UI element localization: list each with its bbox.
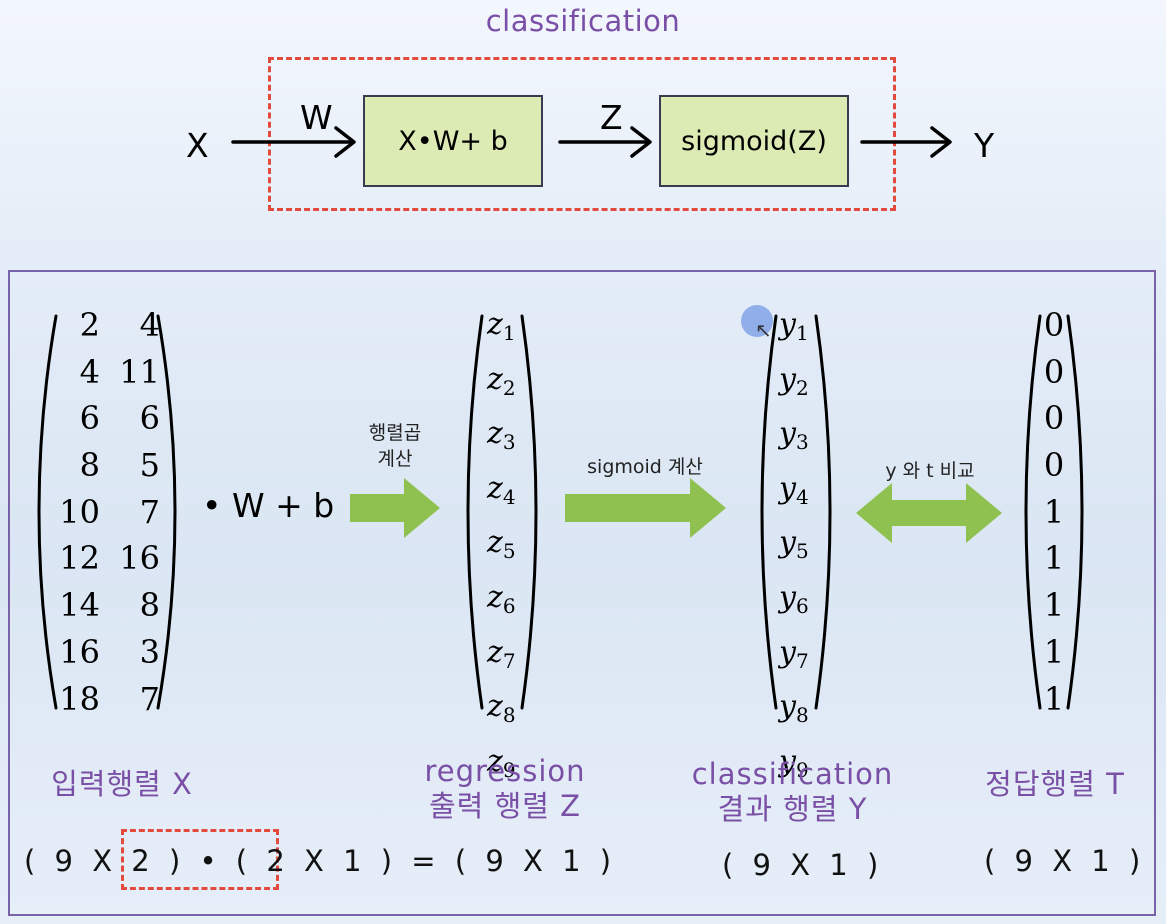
top-title: classification	[485, 4, 681, 38]
y-element: y6	[779, 579, 809, 618]
cursor-arrow-icon: ↖	[755, 318, 772, 342]
y-element: y3	[779, 416, 809, 455]
output-symbol-y: Y	[974, 126, 995, 165]
vector-t: 0 0 0 0 1 1 1 1 1	[1040, 302, 1068, 722]
matmul-label: 행렬곱 계산	[340, 420, 450, 472]
matrix-x-cell: 5	[139, 446, 160, 485]
z-element: z1	[487, 307, 516, 345]
t-element: 1	[1043, 586, 1065, 625]
input-symbol-x: X	[186, 126, 209, 165]
green-arrow-matmul	[350, 478, 440, 538]
green-arrow-sigmoid	[565, 478, 726, 538]
dimension-y: ( 9 X 1 )	[722, 848, 884, 882]
matrix-x-cell: 14	[59, 586, 100, 625]
dimension-t: ( 9 X 1 )	[984, 844, 1146, 878]
caption-regression: regression 출력 행렬 Z	[400, 754, 610, 824]
matrix-x-cell: 16	[119, 539, 160, 578]
caption-classification-line1: classification	[691, 757, 894, 791]
vector-z: z1 z2 z3 z4 z5 z6 z7 z8 z9	[487, 302, 537, 793]
t-element: 0	[1043, 399, 1065, 438]
t-element: 1	[1043, 679, 1065, 718]
matrix-x-cell: 11	[119, 352, 160, 391]
vector-z-right-bracket	[520, 314, 538, 710]
t-element: 0	[1043, 446, 1065, 485]
matrix-x-cell: 6	[79, 399, 100, 438]
dimension-formula: ( 9 X 2 ) • ( 2 X 1 ) = ( 9 X 1 )	[24, 844, 617, 878]
z-element: z9	[487, 743, 516, 782]
y-element: y4	[779, 470, 809, 509]
matrix-x-cell: 7	[139, 679, 160, 718]
matrix-x-cell: 7	[139, 492, 160, 531]
caption-classification: classification 결과 행렬 Y	[680, 757, 905, 827]
matrix-x-col2: 4 11 6 5 7 16 8 3 7	[110, 302, 160, 722]
matrix-panel	[8, 270, 1156, 916]
y-element: y7	[779, 634, 809, 673]
y-element: y2	[779, 361, 809, 400]
matrix-x-cell: 3	[139, 632, 160, 671]
linear-box: X•W+ b	[363, 95, 543, 187]
y-element: y8	[779, 689, 809, 728]
caption-input-matrix: 입력행렬 X	[51, 767, 193, 801]
compare-label: y 와 t 비교	[885, 460, 975, 482]
t-element: 1	[1043, 632, 1065, 671]
vector-y: y1 y2 y3 y4 y5 y6 y7 y8 y9	[779, 302, 829, 793]
z-element: z8	[487, 689, 516, 728]
z-element: z6	[487, 579, 516, 618]
t-element: 1	[1043, 492, 1065, 531]
matrix-x-cell: 12	[59, 539, 100, 578]
mid-symbol-z: Z	[600, 98, 623, 137]
matrix-x-left-bracket	[37, 314, 58, 710]
z-element: z7	[487, 634, 516, 673]
matrix-x-cell: 8	[79, 446, 100, 485]
matrix-x-cell: 8	[139, 586, 160, 625]
weight-symbol-w: W	[300, 98, 333, 137]
matmul-label-line1: 행렬곱	[368, 422, 422, 444]
matrix-x-col1: 2 4 6 8 10 12 14 16 18	[54, 302, 100, 722]
cursor-highlight	[741, 305, 773, 337]
matmul-label-line2: 계산	[377, 448, 413, 470]
vector-y-left-bracket	[760, 314, 778, 710]
caption-regression-line2: 출력 행렬 Z	[428, 789, 582, 823]
matrix-x-right-bracket	[156, 314, 177, 710]
green-arrow-compare	[856, 483, 1002, 543]
matrix-x-cell: 16	[59, 632, 100, 671]
z-element: z5	[487, 525, 516, 564]
t-element: 0	[1043, 306, 1065, 344]
z-element: z4	[487, 470, 516, 509]
caption-answer-matrix: 정답행렬 T	[985, 767, 1125, 801]
vector-t-right-bracket	[1066, 314, 1084, 710]
sigmoid-label: sigmoid 계산	[587, 456, 703, 478]
matrix-x-cell: 4	[79, 352, 100, 391]
top-flow-arrows	[231, 126, 952, 158]
z-element: z3	[487, 416, 516, 455]
y-element: y5	[779, 525, 809, 564]
formula-dashed-highlight	[121, 829, 279, 890]
y-element: y9	[779, 743, 809, 782]
z-element: z2	[487, 361, 516, 400]
classification-dashed-box	[268, 57, 896, 211]
matrix-x-cell: 18	[59, 679, 100, 718]
t-element: 0	[1043, 352, 1065, 391]
dot-w-plus-b: • W + b	[202, 486, 335, 525]
y-element: y1	[779, 307, 809, 345]
vector-z-left-bracket	[466, 314, 484, 710]
caption-classification-line2: 결과 행렬 Y	[717, 792, 868, 826]
t-element: 1	[1043, 539, 1065, 578]
matrix-x-cell: 4	[139, 306, 160, 344]
vector-t-left-bracket	[1024, 314, 1042, 710]
matrix-x-cell: 2	[79, 306, 100, 344]
sigmoid-box: sigmoid(Z)	[659, 95, 849, 187]
vector-y-right-bracket	[814, 314, 832, 710]
caption-regression-line1: regression	[424, 754, 586, 788]
matrix-x-cell: 6	[139, 399, 160, 438]
matrix-x-cell: 10	[59, 492, 100, 531]
